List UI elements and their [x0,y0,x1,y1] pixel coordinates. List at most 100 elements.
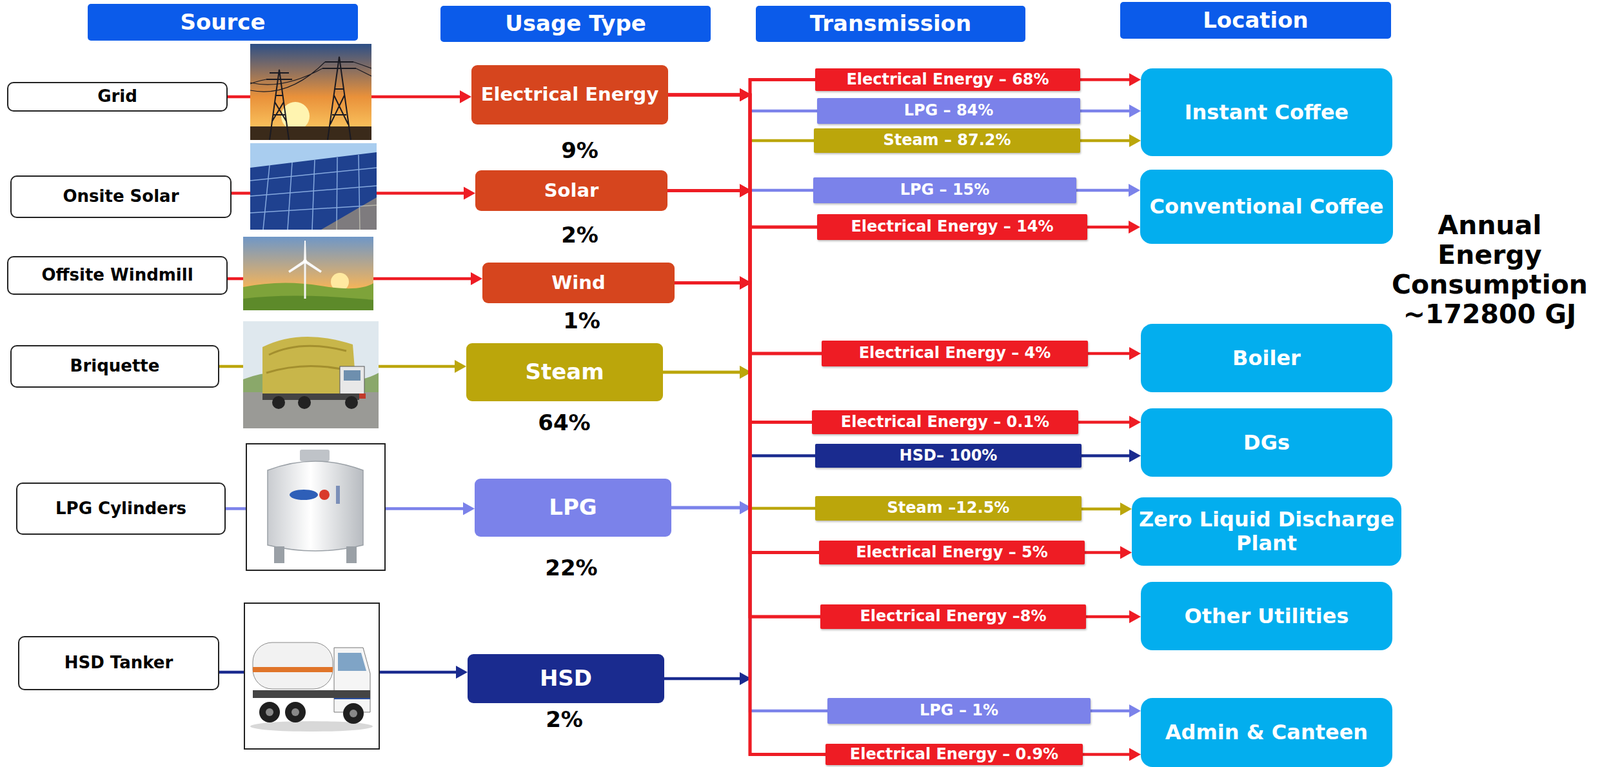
flow-line [671,110,818,508]
transmission-text: Steam –12.5% [887,499,1010,518]
flow-line [674,283,820,553]
usage-share: 2% [545,706,583,732]
flow-line [1086,615,1132,619]
flow-arrow [662,365,816,509]
flow-line [674,283,812,423]
flow-arrow [662,140,814,379]
usage-name: Steam [524,359,604,385]
lpg-cylinder-photo [245,443,386,571]
location-name: Boiler [1232,346,1301,371]
flow-line [1078,420,1132,424]
flow-arrow [674,79,816,290]
header-text: Location [1202,7,1309,33]
flow-line [667,190,818,228]
location-box: Admin & Canteen [1140,697,1393,767]
flow-line [1087,225,1132,229]
column-header: Location [1120,1,1392,39]
transmission-bar: HSD– 100% [815,443,1082,468]
briquette-truck-photo [243,321,379,429]
transmission-text: Electrical Energy – 4% [859,344,1052,363]
flow-line [668,94,826,755]
flow-arrow [668,88,818,228]
transmission-text: Steam – 87.2% [882,131,1011,150]
transmission-text: Electrical Energy –8% [859,607,1047,626]
flow-arrow [668,79,816,102]
flow-arrow [1086,610,1141,623]
flow-line [1080,78,1132,82]
flow-arrow [1080,134,1141,148]
flow-arrow [671,110,818,514]
flow-line [667,190,821,618]
transmission-text: HSD– 100% [899,446,998,465]
usage-box: Electrical Energy [471,65,669,125]
flow-line [674,283,822,355]
transmission-text: LPG – 84% [904,101,994,120]
location-name: Zero Liquid Discharge Plant [1131,507,1402,556]
flow-arrow [667,184,812,423]
flow-line [668,94,812,423]
flow-arrow [674,276,820,553]
usage-share: 1% [562,308,601,333]
arrow-head [739,276,752,290]
flow-line [667,190,812,423]
flow-line [671,190,814,508]
header-text: Source [179,9,266,35]
flow-arrow [1081,449,1141,463]
flow-arrow [674,276,821,618]
location-box: Instant Coffee [1140,68,1393,157]
transmission-bar: Electrical Energy – 5% [819,540,1085,565]
hsd-tanker-photo [243,602,380,750]
transmission-bar: Steam –12.5% [815,495,1082,521]
arrow-head [1129,346,1141,360]
flow-arrow [664,455,816,686]
flow-line [667,190,826,755]
flow-line [1081,507,1123,511]
usage-name: LPG [548,494,598,520]
flow-line [1080,139,1132,143]
usage-box: LPG [474,478,672,537]
flow-line [674,283,821,618]
usage-name: Electrical Energy [481,83,660,106]
location-box: Conventional Coffee [1140,169,1393,244]
flow-line [667,79,816,191]
flow-arrow [1087,346,1141,360]
source-box: Offsite Windmill [7,256,228,295]
usage-name: HSD [539,665,593,691]
arrow-head [1129,748,1141,761]
location-box: Other Utilities [1140,581,1393,651]
usage-name: Wind [551,272,605,294]
column-header: Source [87,3,358,41]
flow-arrow [1078,415,1141,429]
source-box: Grid [7,81,228,112]
flow-arrow [1082,748,1141,761]
source-name: Offsite Windmill [41,265,193,286]
solar-photo [250,143,377,230]
flow-line [668,94,821,617]
usage-box: Steam [466,343,663,402]
flow-arrow [1080,104,1141,118]
flow-line [667,190,820,553]
column-header: Transmission [755,5,1026,42]
flow-arrow [674,276,812,423]
transmission-text: LPG – 15% [900,181,990,200]
flow-arrow [668,88,822,354]
location-name: DGs [1243,430,1290,455]
transmission-bar: LPG – 1% [827,697,1091,724]
flow-arrow [1080,73,1141,87]
source-name: Briquette [70,356,160,376]
flow-arrow [667,184,821,618]
usage-box: HSD [467,653,665,703]
arrow-head [454,359,467,373]
source-name: HSD Tanker [64,653,174,673]
flow-line [1090,709,1132,713]
arrow-head [1129,415,1141,429]
transmission-text: Electrical Energy – 0.9% [849,745,1059,764]
flow-line [1081,454,1132,458]
total-energy-label: Annual Energy Consumption ~172800 GJ [1385,210,1594,330]
location-box: Boiler [1140,323,1393,393]
flow-arrow [667,79,816,198]
flow-arrow [668,88,826,755]
arrow-head [463,187,476,200]
flow-line [1080,109,1132,113]
